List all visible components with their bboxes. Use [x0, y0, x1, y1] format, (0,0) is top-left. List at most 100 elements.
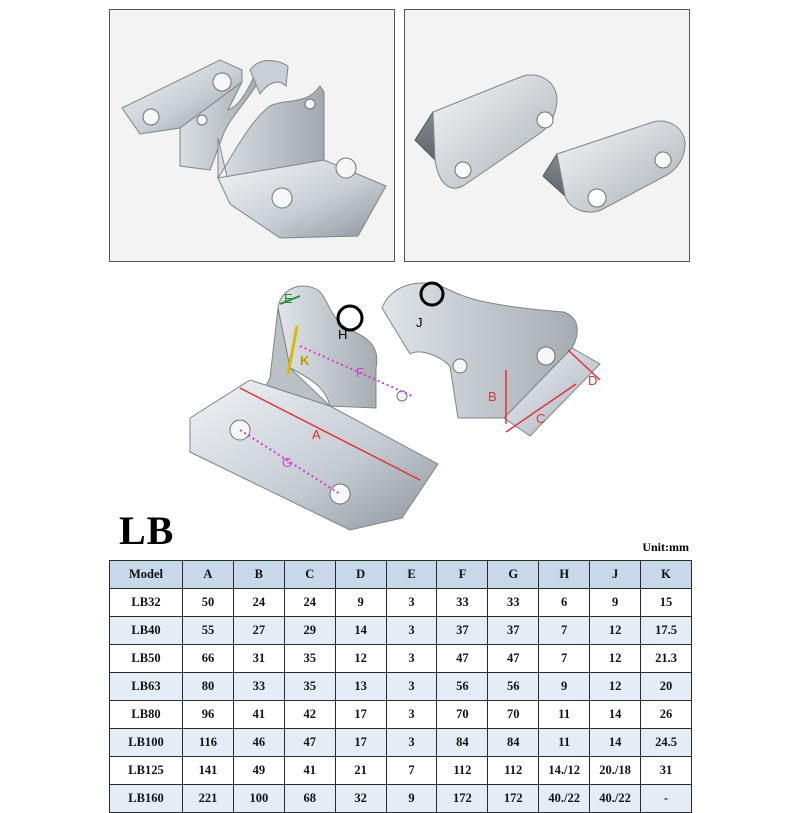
- table-cell: 9: [538, 672, 591, 701]
- table-cell: 11: [538, 700, 591, 729]
- table-cell: 15: [640, 588, 692, 617]
- model-cell: LB40: [109, 616, 183, 645]
- table-cell: 32: [334, 784, 387, 813]
- table-cell: 40./22: [538, 784, 591, 813]
- table-cell: 84: [487, 728, 540, 757]
- dim-label-g: G: [282, 455, 293, 470]
- table-cell: 46: [232, 728, 285, 757]
- table-cell: 68: [283, 784, 336, 813]
- table-cell: 31: [232, 644, 285, 673]
- table-cell: 47: [487, 644, 540, 673]
- table-cell: 7: [538, 644, 591, 673]
- table-cell: 37: [487, 616, 540, 645]
- table-cell: -: [640, 784, 692, 813]
- table-cell: 56: [487, 672, 540, 701]
- table-cell: 3: [385, 700, 438, 729]
- table-cell: 80: [182, 672, 234, 701]
- dim-label-f: F: [356, 365, 364, 380]
- model-cell: LB32: [109, 588, 183, 617]
- column-header-k: K: [640, 560, 692, 589]
- column-header-h: H: [538, 560, 591, 589]
- table-cell: 50: [182, 588, 234, 617]
- table-cell: 7: [385, 756, 438, 785]
- table-cell: 21: [334, 756, 387, 785]
- table-cell: 12: [334, 644, 387, 673]
- table-cell: 3: [385, 672, 438, 701]
- table-cell: 24: [283, 588, 336, 617]
- column-header-d: D: [334, 560, 387, 589]
- table-cell: 221: [182, 784, 234, 813]
- dimension-a-line: [239, 387, 421, 481]
- series-title: LB: [119, 508, 175, 553]
- table-cell: 12: [589, 644, 642, 673]
- angle-bracket-illustration: [414, 74, 686, 213]
- model-cell: LB100: [109, 728, 183, 757]
- angle-bracket-photo: [404, 9, 690, 262]
- table-cell: 42: [283, 700, 336, 729]
- table-cell: 40./22: [589, 784, 642, 813]
- table-cell: 3: [385, 588, 438, 617]
- dim-label-h: H: [338, 327, 348, 342]
- table-cell: 70: [436, 700, 489, 729]
- table-cell: 24: [232, 588, 285, 617]
- table-cell: 70: [487, 700, 540, 729]
- dimension-d-line: [567, 349, 601, 381]
- table-cell: 35: [283, 672, 336, 701]
- table-cell: 6: [538, 588, 591, 617]
- table-cell: 66: [182, 644, 234, 673]
- table-cell: 3: [385, 644, 438, 673]
- dimensioned-bracket-illustration: [189, 281, 601, 531]
- table-cell: 27: [232, 616, 285, 645]
- bracket-pair-illustration: [121, 59, 387, 239]
- table-cell: 24.5: [640, 728, 692, 757]
- dimension-f-line: [299, 345, 413, 397]
- table-cell: 9: [334, 588, 387, 617]
- table-cell: 12: [589, 616, 642, 645]
- column-header-g: G: [487, 560, 540, 589]
- table-cell: 35: [283, 644, 336, 673]
- table-cell: 13: [334, 672, 387, 701]
- table-cell: 31: [640, 756, 692, 785]
- table-cell: 41: [283, 756, 336, 785]
- table-cell: 21.3: [640, 644, 692, 673]
- table-cell: 84: [436, 728, 489, 757]
- table-cell: 11: [538, 728, 591, 757]
- table-cell: 14./12: [538, 756, 591, 785]
- table-cell: 172: [436, 784, 489, 813]
- table-cell: 47: [283, 728, 336, 757]
- dim-label-b: B: [488, 389, 497, 404]
- table-cell: 100: [232, 784, 285, 813]
- table-cell: 96: [182, 700, 234, 729]
- table-cell: 9: [385, 784, 438, 813]
- table-cell: 14: [589, 728, 642, 757]
- column-header-e: E: [385, 560, 438, 589]
- table-cell: 3: [385, 616, 438, 645]
- model-cell: LB80: [109, 700, 183, 729]
- model-cell: LB50: [109, 644, 183, 673]
- table-cell: 9: [589, 588, 642, 617]
- column-header-b: B: [232, 560, 285, 589]
- dim-label-a: A: [312, 427, 321, 442]
- table-cell: 141: [182, 756, 234, 785]
- table-cell: 26: [640, 700, 692, 729]
- table-cell: 20./18: [589, 756, 642, 785]
- table-cell: 112: [487, 756, 540, 785]
- table-cell: 12: [589, 672, 642, 701]
- table-cell: 37: [436, 616, 489, 645]
- table-cell: 56: [436, 672, 489, 701]
- table-cell: 3: [385, 728, 438, 757]
- table-cell: 172: [487, 784, 540, 813]
- table-cell: 20: [640, 672, 692, 701]
- dim-label-d: D: [588, 373, 598, 388]
